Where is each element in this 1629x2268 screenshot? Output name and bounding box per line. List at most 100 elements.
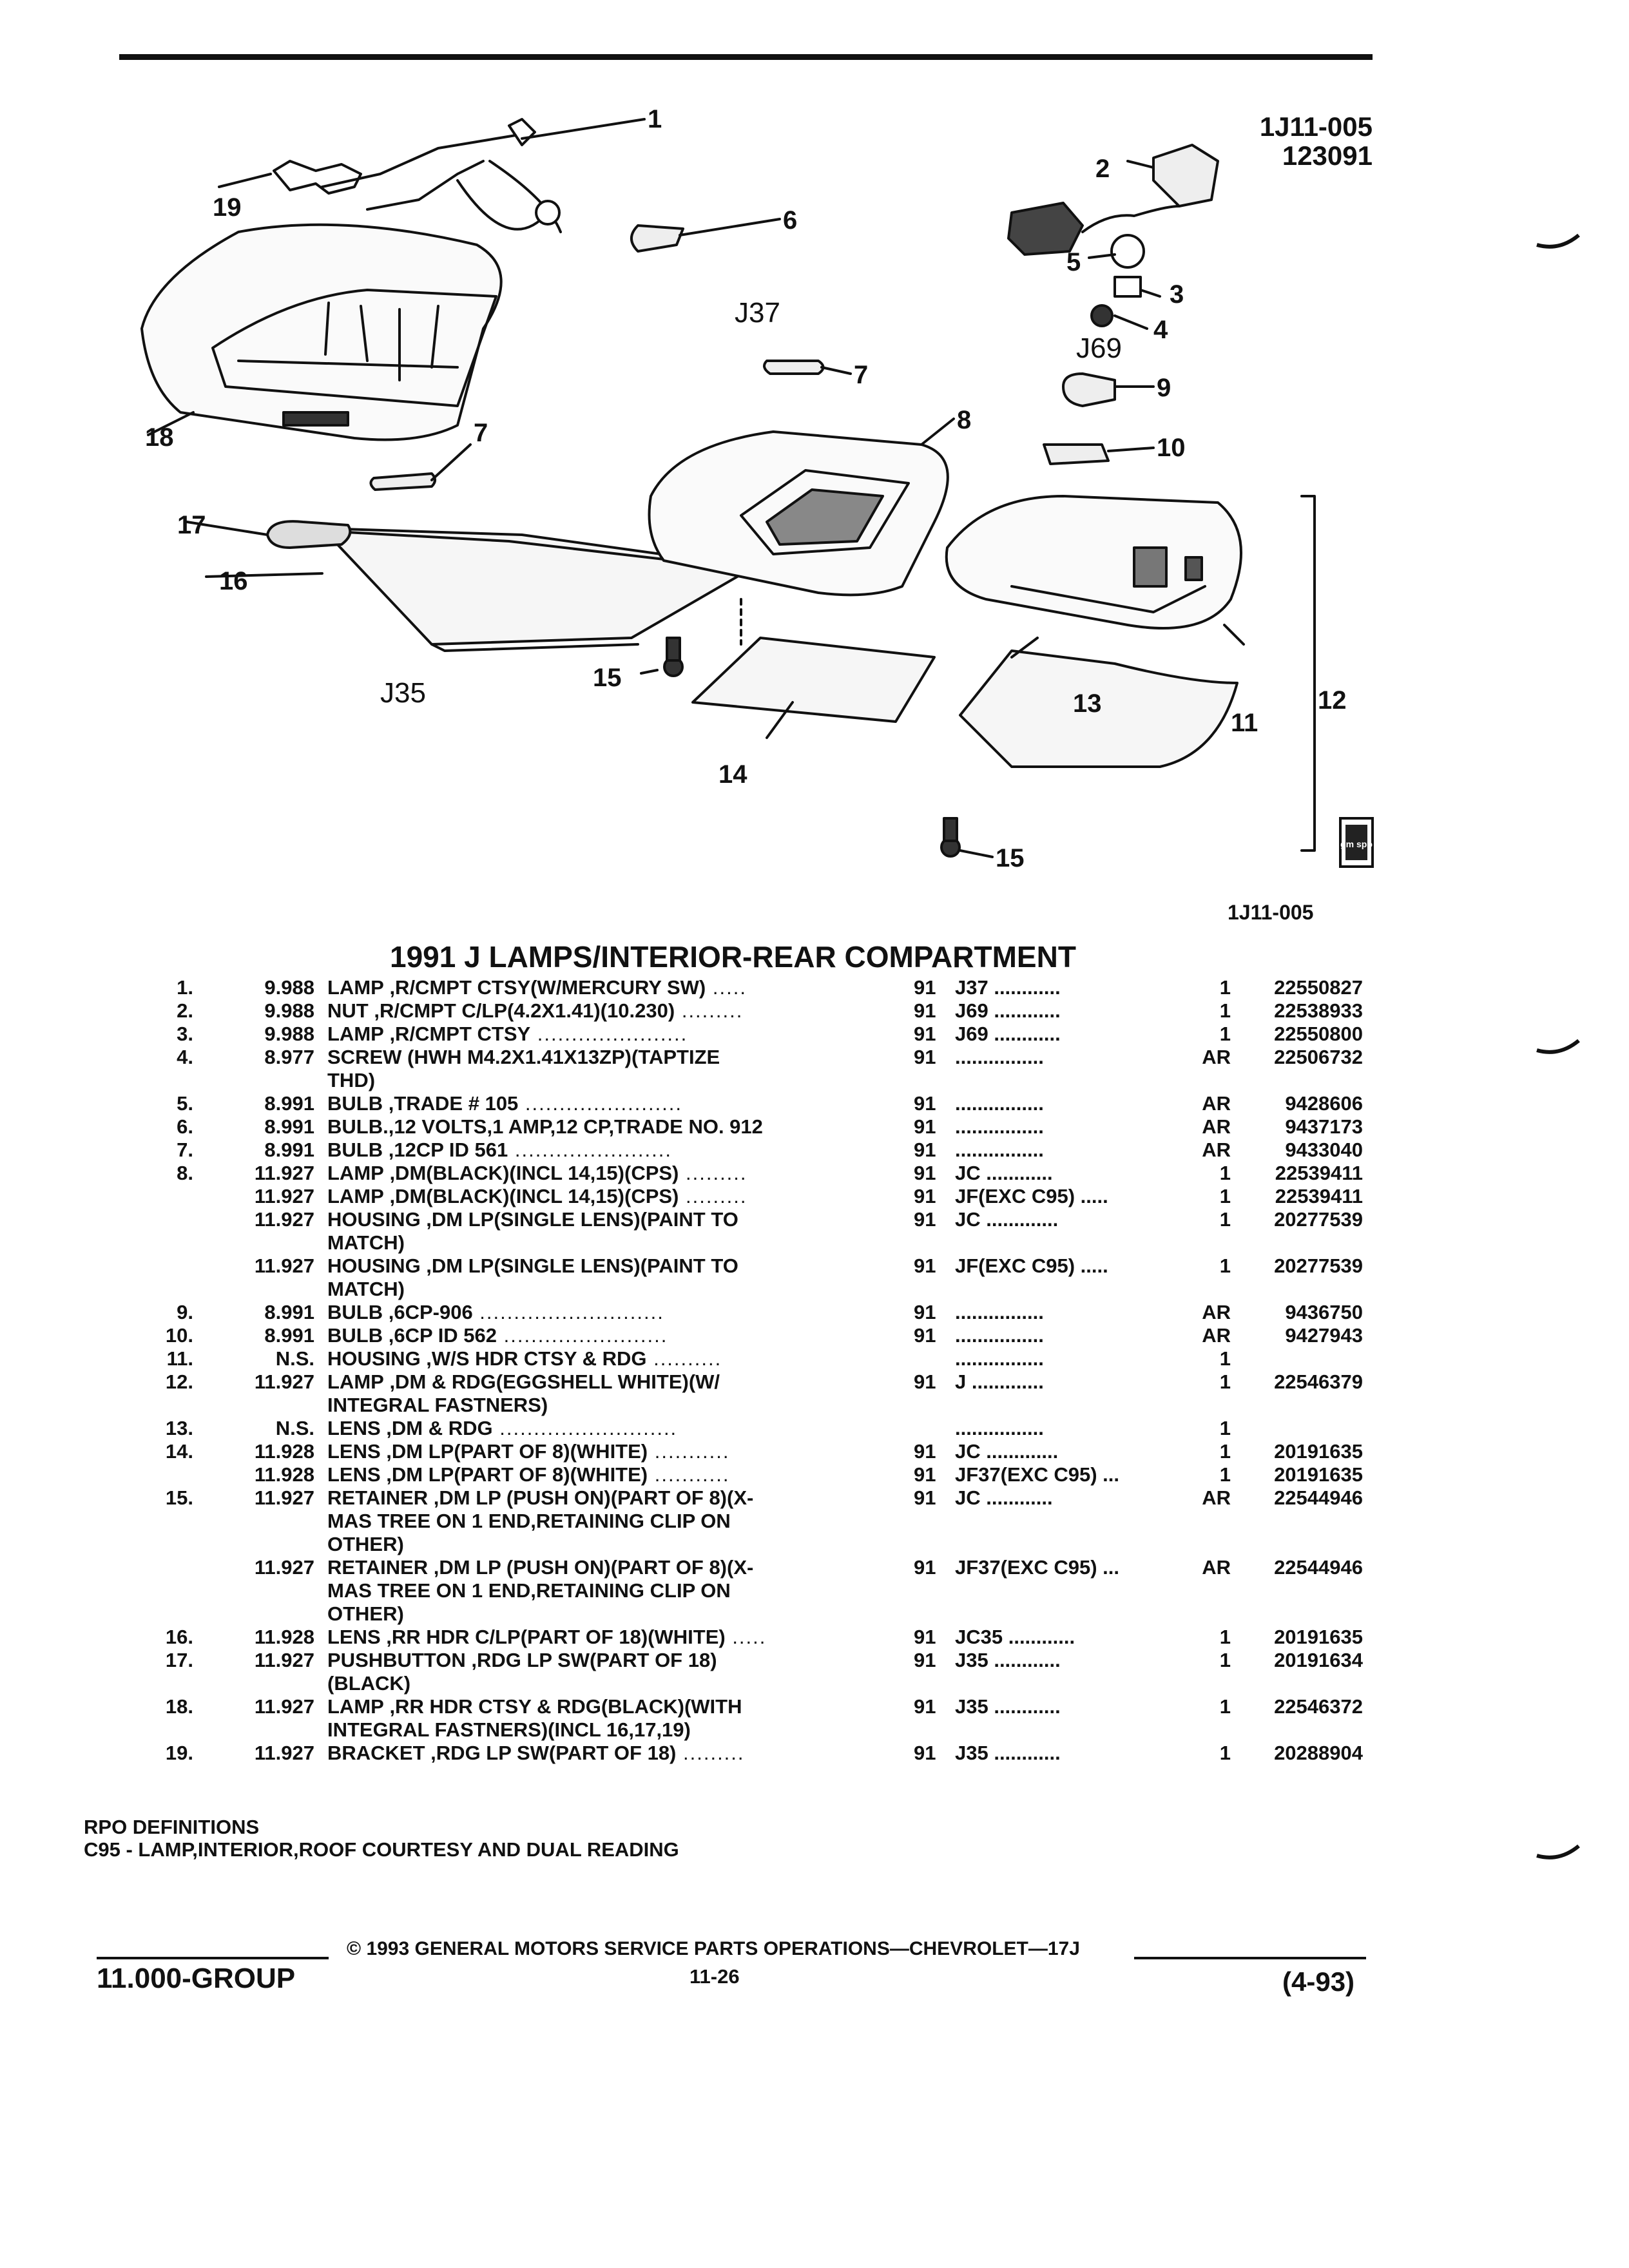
group-number: 11.928 [254, 1440, 314, 1463]
part-number: 9436750 [1285, 1301, 1363, 1323]
description: LENS ,DM LP(PART OF 8)(WHITE) ..........… [327, 1440, 862, 1463]
description: BULB.,12 VOLTS,1 AMP,12 CP,TRADE NO. 912 [327, 1115, 862, 1139]
year: 91 [914, 1440, 936, 1463]
part-number: 22546379 [1274, 1370, 1363, 1393]
part-description: ,R/CMPT C/LP(4.2X1.41)(10.230) [368, 999, 675, 1022]
item-number: 7. [177, 1139, 193, 1161]
item-number: 3. [177, 1023, 193, 1045]
callout-14: 14 [718, 760, 747, 789]
rpo-code: JC ............. [955, 1440, 1059, 1463]
group-number: 8.977 [264, 1046, 314, 1068]
quantity: AR [1202, 1301, 1231, 1323]
year: 91 [914, 1046, 936, 1068]
quantity: AR [1202, 1556, 1231, 1579]
description: LENS ,DM LP(PART OF 8)(WHITE) ..........… [327, 1463, 862, 1486]
rpo-code: JC35 ............ [955, 1626, 1075, 1648]
rpo-code: JF(EXC C95) ..... [955, 1185, 1108, 1207]
part-description: ,DM LP(PART OF 8)(WHITE) [380, 1463, 648, 1486]
part-name: PUSHBUTTON [327, 1649, 466, 1671]
part-number: 20277539 [1274, 1208, 1363, 1231]
group-number: 9.988 [264, 1023, 314, 1045]
rpo-code: J37 ............ [955, 976, 1061, 999]
description: BULB ,6CP ID 562 .......................… [327, 1324, 862, 1347]
quantity: 1 [1219, 1254, 1231, 1277]
group-number: 9.988 [264, 976, 314, 999]
group-number: 11.927 [254, 1695, 314, 1718]
part-number: 22544946 [1274, 1556, 1363, 1579]
part-name: RETAINER [327, 1486, 429, 1509]
leader-dots: ......... [679, 1185, 747, 1207]
part-description: ,W/S HDR CTSY & RDG [420, 1347, 647, 1370]
description: HOUSING ,W/S HDR CTSY & RDG .......... [327, 1347, 862, 1370]
group-number: 8.991 [264, 1301, 314, 1323]
part-name: SCREW [327, 1046, 402, 1068]
rpo-heading: RPO DEFINITIONS [84, 1816, 260, 1838]
item-number: 14. [165, 1440, 193, 1463]
callout-3: 3 [1170, 280, 1184, 309]
year: 91 [914, 1370, 936, 1393]
part-name: LAMP [327, 1370, 384, 1393]
footer-copyright: © 1993 GENERAL MOTORS SERVICE PARTS OPER… [347, 1938, 1080, 1959]
quantity: 1 [1219, 1185, 1231, 1207]
group-number: 8.991 [264, 1115, 314, 1138]
description: SCREW (HWH M4.2X1.41X13ZP)(TAPTIZE THD) [327, 1046, 862, 1092]
footer-date: (4-93) [1282, 1966, 1355, 1997]
item-number: 5. [177, 1092, 193, 1115]
part-name: NUT [327, 999, 369, 1022]
part-name: BULB [327, 1139, 383, 1161]
dome-and-reading-lamp-housing [945, 495, 1242, 629]
description: LAMP ,R/CMPT CTSY(W/MERCURY SW) ..... [327, 976, 862, 999]
description: LAMP ,DM & RDG(EGGSHELL WHITE)(W/ INTEGR… [327, 1370, 862, 1417]
group-number: 11.927 [254, 1649, 314, 1671]
edge-mark [1536, 233, 1580, 249]
footer-rule-right [1134, 1957, 1366, 1959]
year: 91 [914, 999, 936, 1022]
description: RETAINER ,DM LP (PUSH ON)(PART OF 8)(X- … [327, 1486, 862, 1556]
leader-dots: ......... [675, 999, 744, 1022]
part-number: 22539411 [1275, 1185, 1363, 1207]
callout-15a: 15 [593, 664, 622, 692]
part-number: 20277539 [1274, 1254, 1363, 1277]
footer-rule-left [97, 1957, 329, 1959]
callout-2: 2 [1095, 155, 1110, 183]
part-name: BULB [327, 1324, 383, 1347]
callout-8: 8 [957, 406, 971, 434]
part-description: ,6CP ID 562 [383, 1324, 497, 1347]
year: 91 [914, 1139, 936, 1161]
rpo-code: J35 ............ [955, 1649, 1061, 1671]
item-number: 11. [166, 1347, 193, 1370]
callout-10: 10 [1157, 434, 1186, 462]
rpo-code: J35 ............ [955, 1695, 1061, 1718]
part-description: ,RR HDR CTSY & RDG(BLACK)(WITH INTEGRAL … [327, 1695, 742, 1741]
group-number: 8.991 [264, 1324, 314, 1347]
part-number: 20191635 [1274, 1440, 1363, 1463]
item-number: 18. [165, 1695, 193, 1718]
leader-dots: .......... [646, 1347, 722, 1370]
part-name: LAMP [327, 1162, 384, 1184]
part-number: 22538933 [1274, 999, 1363, 1022]
year: 91 [914, 1185, 936, 1207]
description: NUT ,R/CMPT C/LP(4.2X1.41)(10.230) .....… [327, 999, 862, 1023]
part-description: ,DM LP(SINGLE LENS)(PAINT TO MATCH) [327, 1254, 738, 1300]
part-name: BULB [327, 1092, 383, 1115]
quantity: 1 [1219, 1695, 1231, 1718]
group-number: N.S. [275, 1347, 314, 1370]
leader-dots: ..... [725, 1626, 767, 1648]
year: 91 [914, 1092, 936, 1115]
gm-spo-logo-icon: gm spo [1339, 817, 1374, 868]
figure-code-bottom: 1J11-005 [1228, 901, 1314, 924]
leader-dots: ....................... [508, 1139, 672, 1161]
part-number: 9428606 [1285, 1092, 1363, 1115]
date-code-header: 123091 [1282, 140, 1373, 171]
part-name: BRACKET [327, 1742, 425, 1764]
